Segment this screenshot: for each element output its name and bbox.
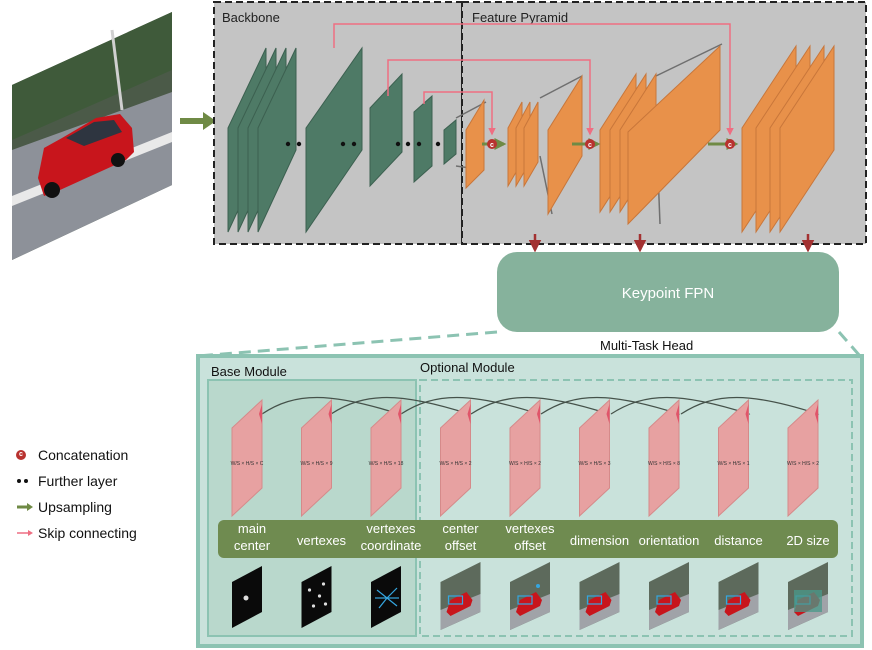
head-funnel <box>197 330 862 358</box>
output-thumbnails <box>232 562 828 630</box>
feature-map-center-offset: W/S × H/S × 2 <box>440 398 472 518</box>
optional-module-panel <box>419 379 853 637</box>
base-module-title: Base Module <box>211 364 287 379</box>
output-thumbnail-distance <box>718 562 759 630</box>
legend-item-upsampling: Upsampling <box>16 494 186 520</box>
svg-text:c: c <box>728 142 732 149</box>
input-image <box>12 12 172 260</box>
down-arrows <box>528 234 815 253</box>
output-thumbnail-dimension <box>579 562 620 630</box>
further-layer-dots <box>285 141 441 147</box>
optional-module-title: Optional Module <box>420 360 515 375</box>
output-thumbnail-vertexes-coordinate <box>371 566 401 628</box>
skip-connections <box>333 23 734 136</box>
head-outputs: W/S × H/S × C W/S × H/S × 9 W/S × H/S × 18… <box>231 398 819 518</box>
output-thumbnail-vertexes-offset <box>510 562 550 630</box>
head-label-distance: distance <box>714 533 762 548</box>
upsampling-arrow-icon <box>16 502 38 512</box>
backbone-title: Backbone <box>222 10 280 25</box>
map-dimensions: W/S × H/S × 9 <box>301 461 333 467</box>
map-dimensions: W/S × H/S × 18 <box>369 461 404 467</box>
keypoint-fpn-label: Keypoint FPN <box>622 285 715 302</box>
legend-label: Skip connecting <box>38 525 137 541</box>
backbone-layers <box>227 46 457 234</box>
svg-text:c: c <box>490 142 494 149</box>
legend-item-skip-connecting: Skip connecting <box>16 520 186 546</box>
legend-label: Concatenation <box>38 447 129 463</box>
feature-map-orientation: W/S × H/S × 8 <box>648 398 680 518</box>
head-arcs <box>261 396 820 416</box>
legend-label: Further layer <box>38 473 118 489</box>
output-thumbnail-main-center <box>232 566 262 628</box>
head-label-dimension: dimension <box>570 533 629 548</box>
output-thumbnail-2d-size <box>788 562 828 630</box>
feature-map-main-center: W/S × H/S × C <box>231 398 264 518</box>
legend: c Concatenation Further layer Upsampling… <box>16 442 186 546</box>
map-dimensions: W/S × H/S × 2 <box>787 461 819 467</box>
output-thumbnail-vertexes <box>301 566 332 628</box>
legend-label: Upsampling <box>38 499 112 515</box>
map-dimensions: W/S × H/S × 1 <box>718 461 750 467</box>
feature-map-distance: W/S × H/S × 1 <box>718 398 750 518</box>
feature-map-vertexes-offset: W/S × H/S × 2 <box>509 398 541 518</box>
skip-connection-arrow-icon <box>16 528 38 538</box>
label-bar <box>218 520 838 558</box>
map-dimensions: W/S × H/S × 3 <box>579 461 611 467</box>
map-dimensions: W/S × H/S × C <box>231 461 264 467</box>
feature-pyramid-title: Feature Pyramid <box>472 10 568 25</box>
head-label-vertexes: vertexes <box>297 533 347 548</box>
output-thumbnail-orientation <box>649 562 689 630</box>
feature-map-2d-size: W/S × H/S × 2 <box>787 398 819 518</box>
svg-text:c: c <box>588 142 592 149</box>
concatenation-icon: c <box>16 450 38 460</box>
pyramid-layers <box>465 44 835 234</box>
feature-map-vertexes: W/S × H/S × 9 <box>301 398 333 518</box>
feature-map-dimension: W/S × H/S × 3 <box>579 398 611 518</box>
red-car-photo <box>38 114 134 198</box>
map-dimensions: W/S × H/S × 2 <box>509 461 541 467</box>
concatenation-markers: c c c <box>487 139 735 149</box>
legend-item-further-layer: Further layer <box>16 468 186 494</box>
keypoint-fpn-box <box>497 252 839 332</box>
head-label-orientation: orientation <box>639 533 700 548</box>
feature-map-vertexes-coordinate: W/S × H/S × 18 <box>369 398 404 518</box>
map-dimensions: W/S × H/S × 8 <box>648 461 680 467</box>
multi-task-head-title: Multi-Task Head <box>600 338 693 353</box>
output-thumbnail-center-offset <box>440 562 481 630</box>
head-label-2d-size: 2D size <box>786 533 829 548</box>
legend-item-concatenation: c Concatenation <box>16 442 186 468</box>
map-dimensions: W/S × H/S × 2 <box>440 461 472 467</box>
further-layer-icon <box>16 478 38 484</box>
